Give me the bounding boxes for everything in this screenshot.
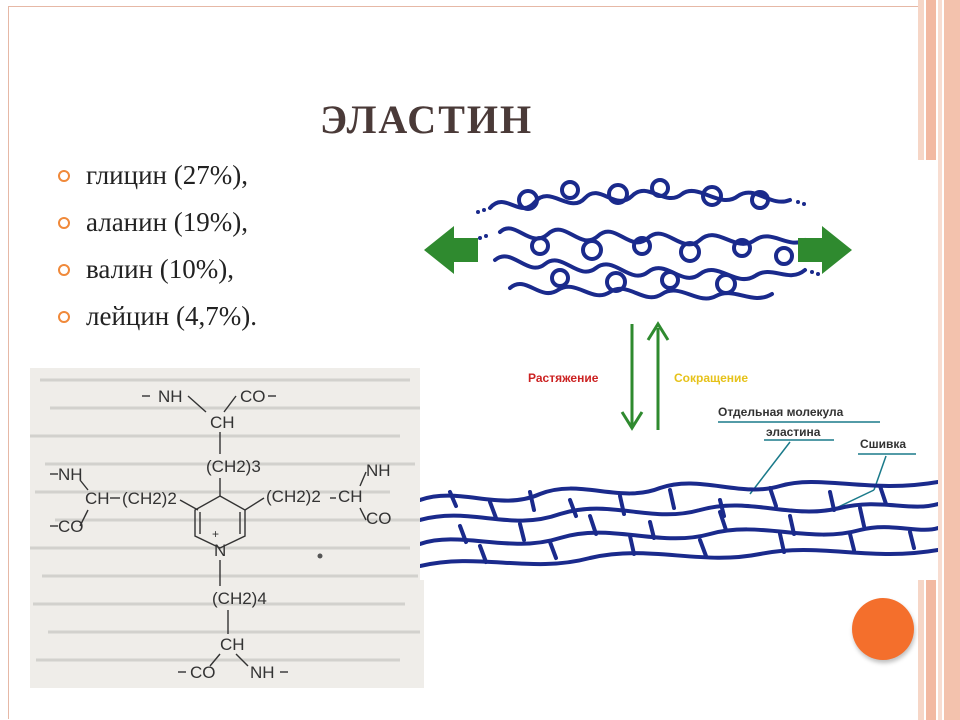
left-arrow-icon <box>424 226 478 274</box>
list-item-text: глицин (27%), <box>86 160 248 190</box>
molecule-label-line2: эластина <box>766 425 821 439</box>
decorative-orange-circle <box>852 598 914 660</box>
list-item-text: валин (10%), <box>86 254 234 284</box>
ch2-2-right-label: (CH2)2 <box>266 487 321 506</box>
ch-top-label: CH <box>210 413 235 432</box>
ch-left-label: CH <box>85 489 110 508</box>
n-plus-label: N <box>214 541 226 560</box>
desmosine-structure: NH CO CH (CH2)3 NH CH (CH2)2 CO (CH2)2 C… <box>30 378 420 682</box>
list-item: аланин (19%), <box>56 199 257 246</box>
list-item-text: лейцин (4,7%). <box>86 301 257 331</box>
ch-right-label: CH <box>338 487 363 506</box>
bullet-circle-icon <box>58 311 70 323</box>
ch2-4-label: (CH2)4 <box>212 589 267 608</box>
bullet-circle-icon <box>58 217 70 229</box>
nh-right-label: NH <box>366 461 391 480</box>
ch2-3-label: (CH2)3 <box>206 457 261 476</box>
list-item: валин (10%), <box>56 246 257 293</box>
stretch-label: Растяжение <box>528 371 599 385</box>
co-bottom-label: CO <box>190 663 216 682</box>
bullet-circle-icon <box>58 170 70 182</box>
list-item-text: аланин (19%), <box>86 207 248 237</box>
contract-label: Сокращение <box>674 371 748 385</box>
amino-acid-list: глицин (27%), аланин (19%), валин (10%),… <box>56 152 257 340</box>
co-right-label: CO <box>366 509 392 528</box>
up-arrow-icon <box>646 321 670 430</box>
bullet-circle-icon <box>58 264 70 276</box>
stretched-elastin-network <box>418 480 940 568</box>
down-arrow-icon <box>620 324 644 431</box>
crosslink-label: Сшивка <box>860 437 906 451</box>
list-item: глицин (27%), <box>56 152 257 199</box>
nh-bottom-label: NH <box>250 663 275 682</box>
molecule-label-line1: Отдельная молекула <box>718 405 844 419</box>
list-item: лейцин (4,7%). <box>56 293 257 340</box>
coiled-elastin-network <box>488 178 807 301</box>
desmosine-formula-image: NH CO CH (CH2)3 NH CH (CH2)2 CO (CH2)2 C… <box>30 368 424 688</box>
nh-left-label: NH <box>58 465 83 484</box>
co-top-label: CO <box>240 387 266 406</box>
plus-label: + <box>212 527 219 541</box>
ch2-2-left-label: (CH2)2 <box>122 489 177 508</box>
elastin-stretch-diagram: Растяжение Сокращение Отдельная молекула… <box>418 160 940 580</box>
right-arrow-icon <box>798 226 852 274</box>
co-left-label: CO <box>58 517 84 536</box>
elastin-diagram: Растяжение Сокращение Отдельная молекула… <box>418 178 940 568</box>
nh-top-label: NH <box>158 387 183 406</box>
slide-title: ЭЛАСТИН <box>320 97 534 142</box>
ch-bottom-label: CH <box>220 635 245 654</box>
